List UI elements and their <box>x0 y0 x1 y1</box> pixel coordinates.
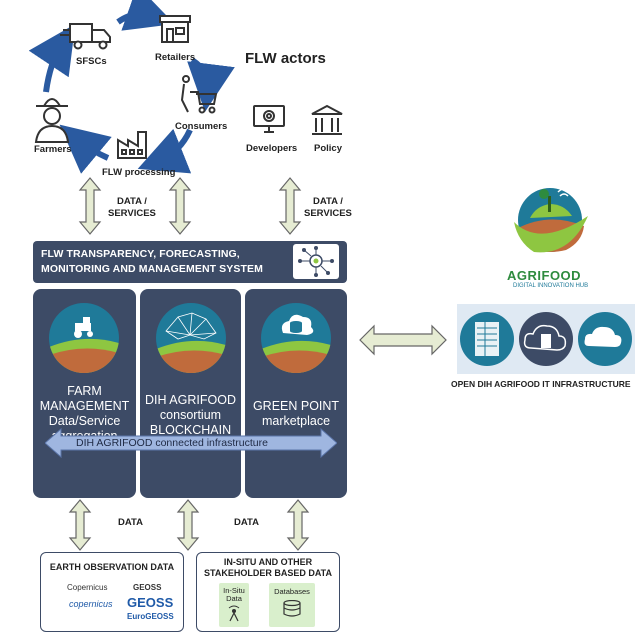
system-band: FLW TRANSPARENCY, FORECASTING, MONITORIN… <box>33 241 347 283</box>
truck-icon <box>60 23 111 50</box>
geoss-emblem-logo: GEOSS <box>127 595 174 610</box>
label-data-right: DATA <box>234 517 259 528</box>
earth-observation-title: EARTH OBSERVATION DATA <box>49 562 175 572</box>
system-band-title: FLW TRANSPARENCY, FORECASTING, MONITORIN… <box>41 247 291 277</box>
store-icon <box>159 15 191 43</box>
label-data-services-left: DATA / SERVICES <box>108 196 156 220</box>
band-line: MONITORING AND MANAGEMENT SYSTEM <box>41 263 263 275</box>
label-line: SERVICES <box>304 208 352 219</box>
insitu-box: IN-SITU AND OTHER STAKEHOLDER BASED DATA… <box>196 552 340 632</box>
panel-blockchain-text: DIH AGRIFOOD consortium BLOCKCHAIN <box>142 393 239 438</box>
factory-icon <box>117 131 147 159</box>
database-icon <box>283 600 301 617</box>
card-line: Data <box>226 594 242 603</box>
label-farmers: Farmers <box>34 144 72 155</box>
eurogeoss-logo: EuroGEOSS <box>127 612 174 621</box>
double-arrow-top-middle <box>168 177 192 235</box>
databases-card: Databases <box>269 583 315 627</box>
panel-line: GREEN POINT <box>252 399 340 413</box>
it-infrastructure-label: OPEN DIH AGRIFOOD IT INFRASTRUCTURE <box>451 379 631 389</box>
label-line: SERVICES <box>108 208 156 219</box>
label-data-services-right: DATA / SERVICES <box>304 196 352 220</box>
panel-line: DIH AGRIFOOD <box>145 393 236 407</box>
agrifood-hub-logo <box>514 188 588 253</box>
insitu-data-card: In-Situ Data <box>219 583 249 627</box>
infrastructure-label: DIH AGRIFOOD connected infrastructure <box>76 437 268 449</box>
double-arrow-top-right <box>278 177 302 235</box>
cycle-arrow-farmers-sfscs <box>28 24 76 93</box>
label-line: DATA / <box>116 196 147 207</box>
panel-line: marketplace <box>261 414 331 428</box>
copernicus-logo: Copernicus <box>67 583 108 592</box>
panel-blockchain: DIH AGRIFOOD consortium BLOCKCHAIN <box>140 289 241 498</box>
server-rack-icon <box>460 312 514 366</box>
cycle-arrow-retailers-consumers <box>187 57 235 112</box>
box-title-line: STAKEHOLDER BASED DATA <box>204 568 332 578</box>
label-developers: Developers <box>246 143 298 154</box>
geoss-logo: GEOSS <box>133 583 162 592</box>
card-line: Databases <box>274 587 310 596</box>
panel-line: FARM <box>67 384 102 398</box>
double-arrow-to-it-infrastructure <box>359 324 447 356</box>
network-node-icon <box>293 244 339 279</box>
cycle-arrow-sfscs-retailers <box>116 0 175 31</box>
network-globe-icon <box>156 303 226 373</box>
earth-observation-box: EARTH OBSERVATION DATA Copernicus GEOSS … <box>40 552 184 632</box>
label-data-left: DATA <box>118 517 143 528</box>
label-policy: Policy <box>314 143 342 154</box>
panel-line: BLOCKCHAIN <box>149 423 232 437</box>
it-infrastructure-panel <box>457 304 635 374</box>
double-arrow-bottom-right <box>286 499 310 551</box>
label-sfscs: SFSCs <box>76 56 107 67</box>
label-line: DATA / <box>312 196 343 207</box>
cloud-icon <box>578 312 632 366</box>
band-line: FLW TRANSPARENCY, FORECASTING, <box>41 248 240 260</box>
tractor-field-icon <box>49 303 119 373</box>
cycle-arrow-consumers-processing <box>137 128 193 174</box>
cycle-arrow-processing-farmers <box>59 124 112 174</box>
double-arrow-bottom-middle <box>176 499 200 551</box>
cloud-database-icon <box>261 303 331 373</box>
sensor-icon <box>228 605 240 622</box>
copernicus-emblem-logo: copernicus <box>69 599 113 609</box>
developer-icon <box>253 105 285 133</box>
card-line: In-Situ <box>223 586 245 595</box>
panel-green-point: GREEN POINT marketplace <box>245 289 347 498</box>
double-arrow-bottom-left <box>68 499 92 551</box>
farmer-icon <box>34 98 70 143</box>
agrifood-subtitle: DIGITAL INNOVATION HUB <box>513 283 589 289</box>
panel-green-point-text: GREEN POINT marketplace <box>247 399 345 429</box>
flw-actors-title: FLW actors <box>245 50 326 67</box>
insitu-title: IN-SITU AND OTHER STAKEHOLDER BASED DATA <box>203 557 333 579</box>
policy-building-icon <box>311 104 343 135</box>
agrifood-brand: AGRIFOOD <box>507 268 582 283</box>
label-flw-processing: FLW processing <box>102 167 176 178</box>
double-arrow-top-left <box>78 177 102 235</box>
shopping-cart-icon <box>180 75 218 114</box>
cloud-server-icon <box>519 312 573 366</box>
box-title-line: IN-SITU AND OTHER <box>223 557 313 567</box>
infrastructure-arrow <box>45 428 337 458</box>
panel-line: Data/Service <box>48 414 121 428</box>
label-retailers: Retailers <box>155 52 196 63</box>
panel-farm-management: FARM MANAGEMENT Data/Service aggregation <box>33 289 136 498</box>
panel-line: MANAGEMENT <box>39 399 130 413</box>
panel-line: consortium <box>159 408 222 422</box>
label-consumers: Consumers <box>175 121 228 132</box>
